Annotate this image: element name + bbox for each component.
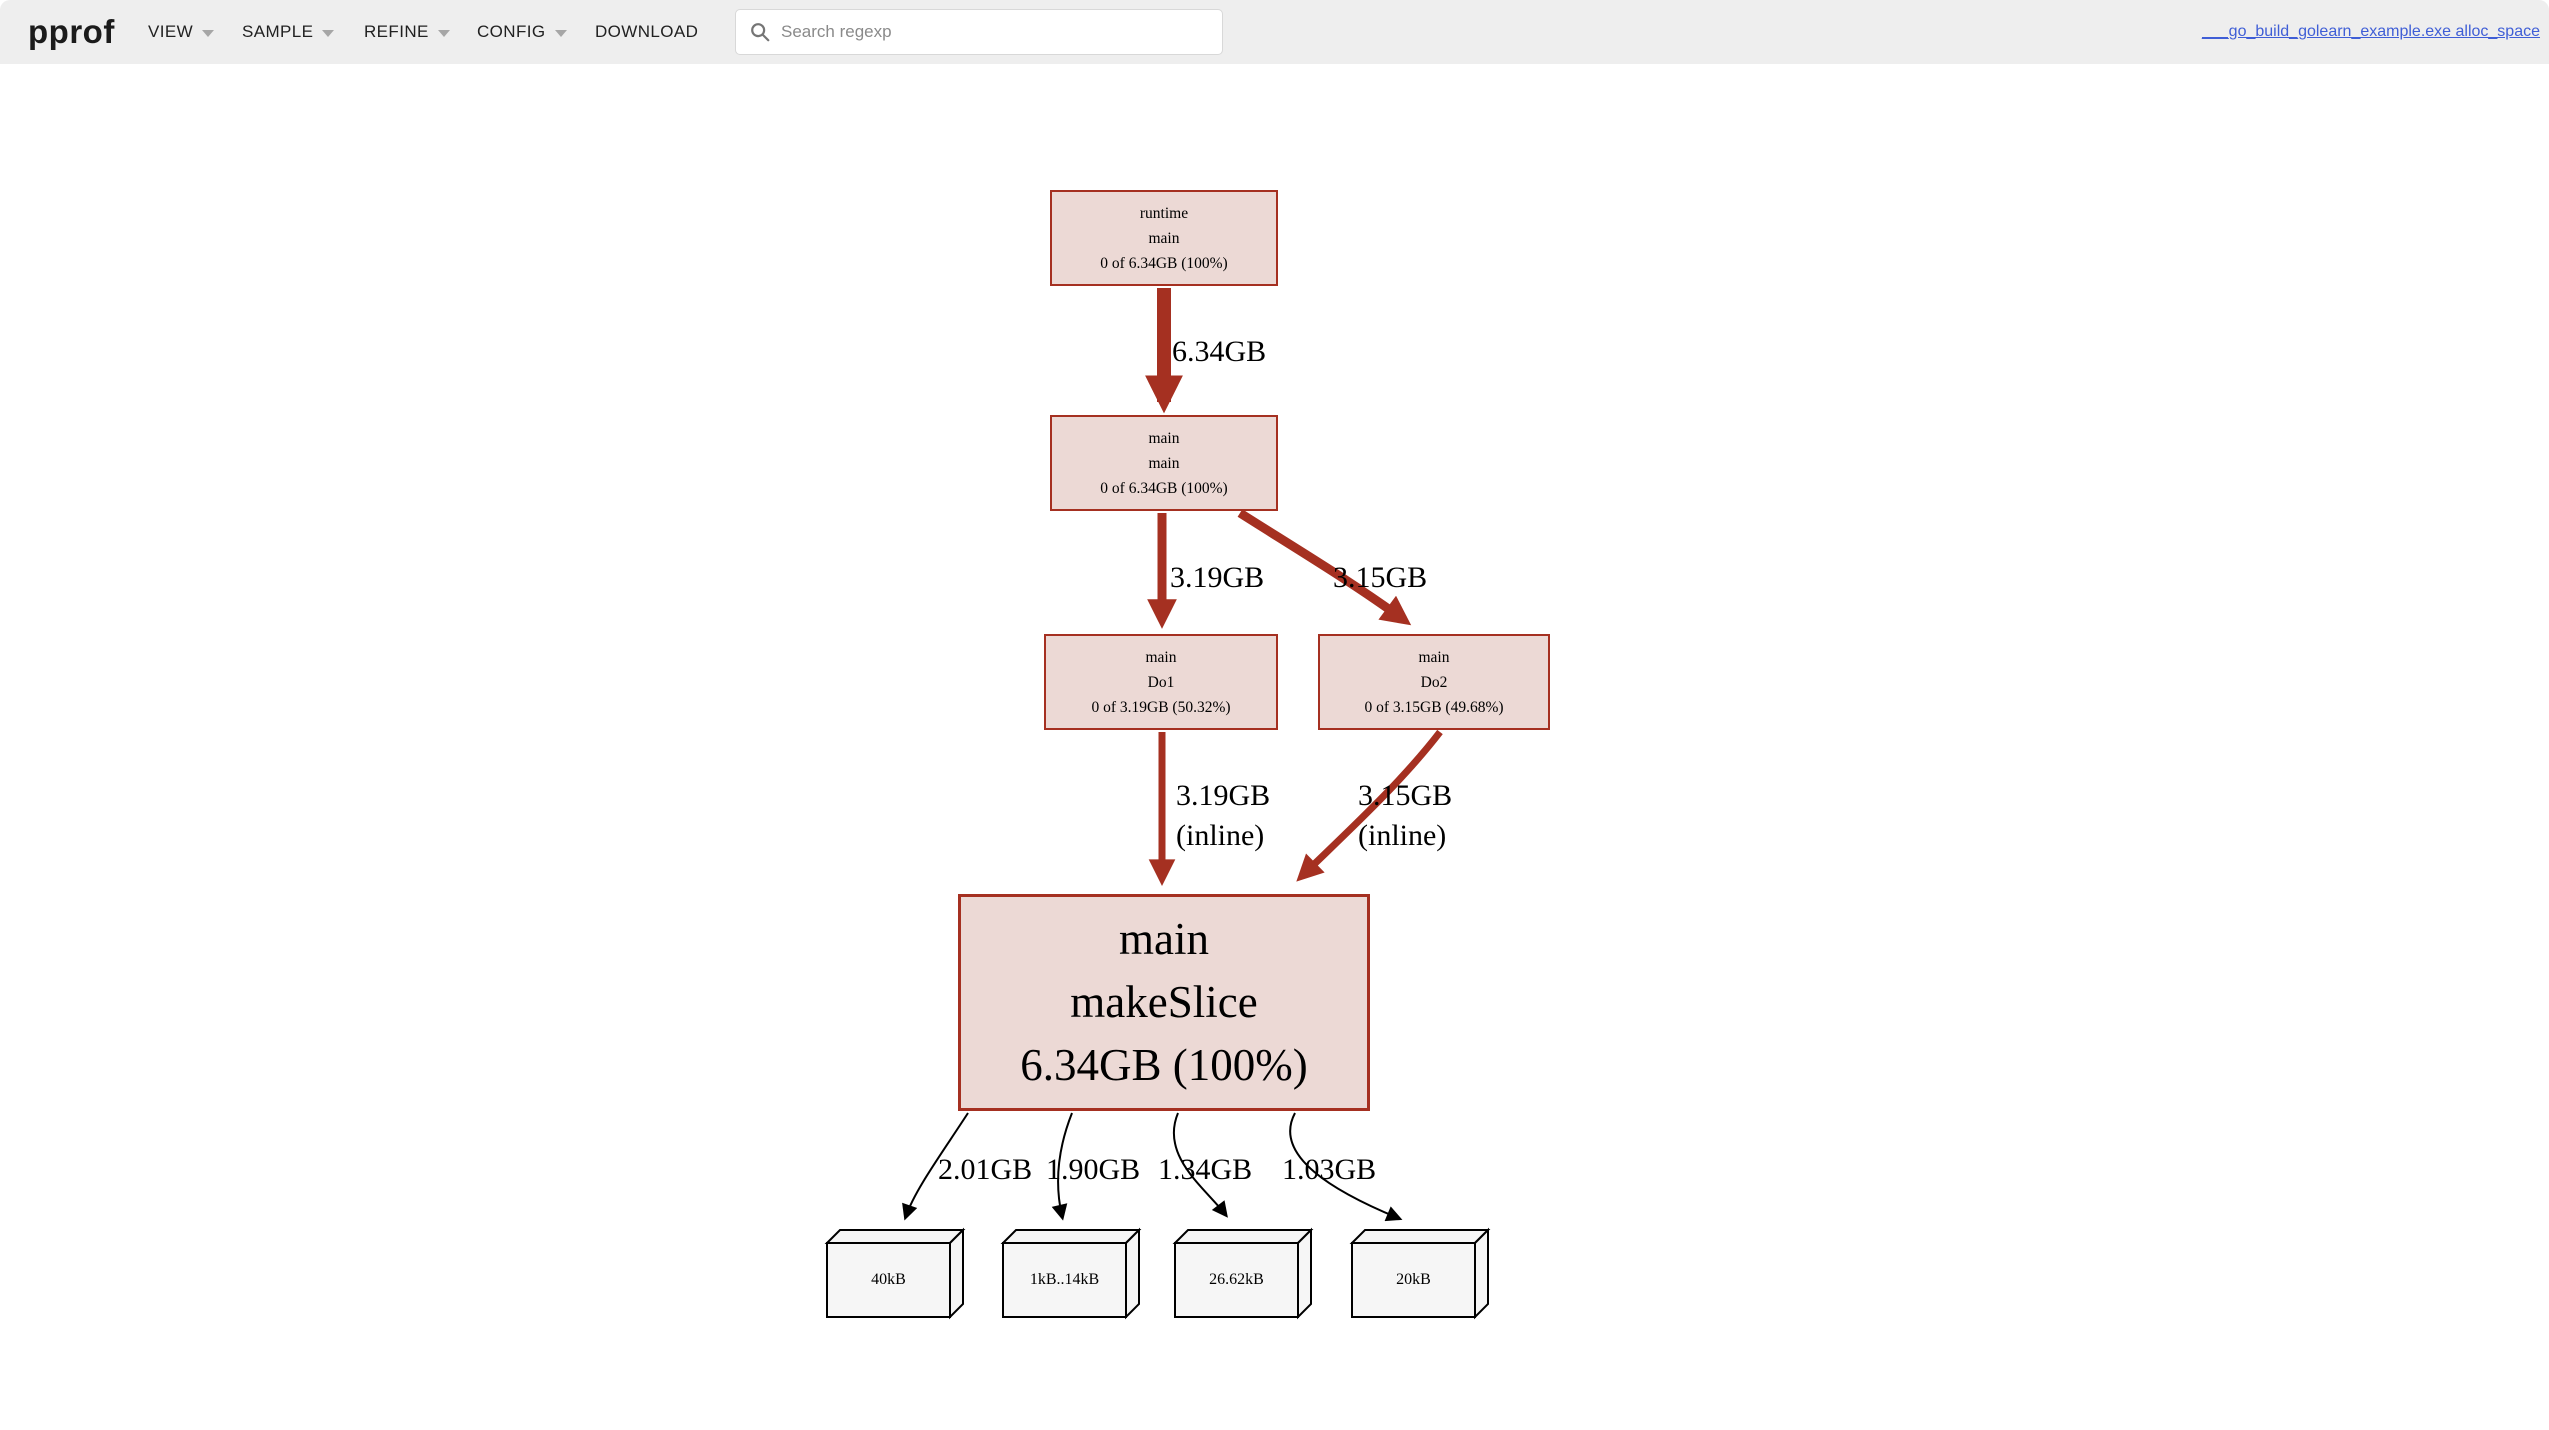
- menu-config[interactable]: CONFIG: [477, 22, 567, 42]
- edge-label-1-34gb: 1.34GB: [1158, 1153, 1253, 1186]
- menu-refine[interactable]: REFINE: [364, 22, 450, 42]
- pprof-logo: pprof: [28, 13, 115, 50]
- edge-do2-to-makeslice: [1296, 729, 1443, 882]
- edge-makeslice-to-20kb: [1289, 1112, 1403, 1222]
- leaf-box-26kb-shape: [1172, 1227, 1314, 1320]
- edge-makeslice-to-40kb: [902, 1112, 969, 1221]
- node-runtime-main[interactable]: runtime main 0 of 6.34GB (100%): [1050, 190, 1278, 286]
- leaf-box-1kb14kb: 1kB..14kB: [1029, 1271, 1100, 1288]
- search-input[interactable]: [781, 22, 1201, 42]
- edge-label-6-34gb: 6.34GB: [1172, 335, 1267, 368]
- node-line: 0 of 3.19GB (50.32%): [1091, 698, 1231, 716]
- leaf-box-40kb-shape: [824, 1227, 966, 1320]
- edge-label-1-03gb: 1.03GB: [1282, 1153, 1377, 1186]
- menu-view-label: VIEW: [148, 22, 194, 41]
- leaf-box-40kb: 40kB: [871, 1271, 906, 1288]
- node-line: 0 of 3.15GB (49.68%): [1364, 698, 1504, 716]
- menu-download-label: DOWNLOAD: [595, 22, 699, 41]
- node-line: runtime: [1139, 204, 1189, 222]
- node-line: 0 of 6.34GB (100%): [1100, 254, 1228, 272]
- menu-refine-label: REFINE: [364, 22, 429, 41]
- header-bar: pprof VIEW SAMPLE REFINE CONFIG DOWNLOAD: [0, 0, 2549, 64]
- chevron-down-icon: [554, 29, 567, 37]
- chevron-down-icon: [437, 29, 450, 37]
- node-main-makeslice[interactable]: main makeSlice 6.34GB (100%): [958, 894, 1370, 1111]
- node-line: Do1: [1147, 673, 1175, 691]
- menu-download[interactable]: DOWNLOAD: [595, 22, 698, 42]
- menu-view[interactable]: VIEW: [148, 22, 215, 42]
- node-line: 0 of 6.34GB (100%): [1100, 479, 1228, 497]
- node-main-do2[interactable]: main Do2 0 of 3.15GB (49.68%): [1318, 634, 1550, 730]
- node-main-main[interactable]: main main 0 of 6.34GB (100%): [1050, 415, 1278, 511]
- callgraph-canvas: runtime main 0 of 6.34GB (100%) main mai…: [0, 64, 2549, 1430]
- node-line: main: [1145, 648, 1177, 666]
- profile-source-link[interactable]: ___go_build_golearn_example.exe alloc_sp…: [2201, 23, 2540, 40]
- leaf-box-1kb14kb-shape: [1000, 1227, 1142, 1320]
- leaf-box-26kb: 26.62kB: [1209, 1271, 1264, 1288]
- leaf-box-20kb-shape: [1349, 1227, 1491, 1320]
- edge-label-3-19gb: 3.19GB: [1170, 561, 1265, 594]
- edge-label-line: (inline): [1358, 819, 1447, 852]
- chevron-down-icon: [202, 29, 215, 37]
- chevron-down-icon: [322, 29, 335, 37]
- edge-label-line: 3.19GB: [1176, 779, 1271, 812]
- edge-label-line: 3.15GB: [1358, 779, 1453, 812]
- node-line: main: [1119, 914, 1209, 964]
- node-line: Do2: [1420, 673, 1448, 691]
- edge-label-3-15gb: 3.15GB: [1333, 561, 1428, 594]
- node-line: 6.34GB (100%): [1020, 1040, 1308, 1090]
- edge-label-3-15gb-inline: 3.15GB (inline): [1358, 776, 1452, 856]
- search-icon: [751, 23, 770, 42]
- edge-main-to-do2: [1237, 509, 1412, 626]
- edge-makeslice-to-26kb: [1172, 1112, 1228, 1218]
- node-main-do1[interactable]: main Do1 0 of 3.19GB (50.32%): [1044, 634, 1278, 730]
- node-line: makeSlice: [1070, 977, 1258, 1027]
- menu-sample[interactable]: SAMPLE: [242, 22, 335, 42]
- node-line: main: [1148, 454, 1180, 472]
- menu-sample-label: SAMPLE: [242, 22, 314, 41]
- node-line: main: [1418, 648, 1450, 666]
- edge-makeslice-to-1kb-14kb: [1051, 1112, 1073, 1221]
- edge-label-3-19gb-inline: 3.19GB (inline): [1176, 776, 1270, 856]
- edge-label-1-90gb: 1.90GB: [1046, 1153, 1141, 1186]
- menu-config-label: CONFIG: [477, 22, 546, 41]
- edge-label-2-01gb: 2.01GB: [938, 1153, 1033, 1186]
- callgraph-edges: [824, 288, 1491, 1320]
- leaf-box-20kb: 20kB: [1396, 1271, 1431, 1288]
- search-box[interactable]: [735, 9, 1223, 55]
- edge-label-line: (inline): [1176, 819, 1265, 852]
- node-line: main: [1148, 229, 1180, 247]
- node-line: main: [1148, 429, 1180, 447]
